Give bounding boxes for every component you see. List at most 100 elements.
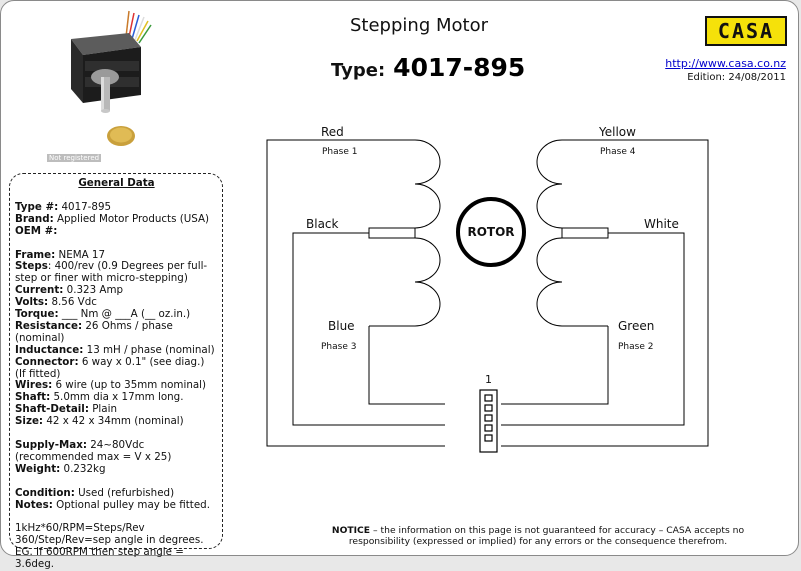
spec-value: 8.56 Vdc bbox=[48, 296, 97, 309]
spec-row: Frame: NEMA 17 bbox=[15, 248, 218, 262]
spec-row: EG. If 600RPM then step angle = 3.6deg. bbox=[15, 546, 218, 571]
spec-label: Volts: bbox=[15, 296, 49, 309]
notice-body: – the information on this page is not gu… bbox=[348, 525, 745, 547]
spec-label: OEM #: bbox=[15, 224, 58, 237]
spec-label: Frame: bbox=[15, 248, 56, 261]
spec-label: Condition: bbox=[15, 486, 75, 499]
wire-label-white: White bbox=[644, 217, 679, 231]
wire-label-red: Red bbox=[321, 125, 344, 139]
type-value: 4017-895 bbox=[393, 53, 526, 82]
spec-value: 24~80Vdc (recommended max = V x 25) bbox=[15, 439, 172, 463]
spec-value: 360/Step/Rev=sep angle in degrees. bbox=[15, 534, 204, 547]
wire-label-green: Green bbox=[618, 319, 655, 333]
spec-row: 1kHz*60/RPM=Steps/Rev bbox=[15, 522, 218, 535]
spec-row: Connector: 6 way x 0.1" (see diag.) (If … bbox=[15, 355, 218, 381]
notice-text: NOTICE – the information on this page is… bbox=[303, 525, 773, 547]
spec-row: Brand: Applied Motor Products (USA) bbox=[15, 212, 218, 226]
spec-label: Shaft-Detail: bbox=[15, 403, 89, 416]
rotor-circle: ROTOR bbox=[456, 197, 526, 267]
spec-value: 0.232kg bbox=[60, 462, 106, 475]
spec-row: Volts: 8.56 Vdc bbox=[15, 296, 218, 309]
phase-label-4: Phase 4 bbox=[600, 147, 636, 157]
wire-label-black: Black bbox=[306, 217, 339, 231]
rotor-label: ROTOR bbox=[467, 225, 515, 239]
spec-row: Shaft: 5.0mm dia x 17mm long. bbox=[15, 391, 218, 404]
red-wire bbox=[266, 139, 445, 447]
spec-label: Inductance: bbox=[15, 343, 84, 356]
type-line: Type: 4017-895 bbox=[331, 53, 525, 82]
spec-label: Notes: bbox=[15, 498, 53, 511]
watermark-label: Not registered bbox=[47, 154, 102, 162]
spec-row: Condition: Used (refurbished) bbox=[15, 486, 218, 500]
motor-photo bbox=[71, 10, 152, 146]
spec-label: Wires: bbox=[15, 379, 53, 392]
spec-value: 6 wire (up to 35mm nominal) bbox=[52, 379, 207, 392]
spec-label: Type #: bbox=[15, 200, 59, 213]
spec-label: Connector: bbox=[15, 355, 79, 368]
spec-row: Shaft-Detail: Plain bbox=[15, 403, 218, 416]
spec-value: : 400/rev (0.9 Degrees per full-step or … bbox=[15, 260, 208, 285]
spec-value: Optional pulley may be fitted. bbox=[52, 498, 210, 511]
black-wire bbox=[292, 232, 445, 426]
yellow-wire bbox=[501, 139, 709, 447]
blue-wire bbox=[368, 326, 445, 405]
left-center-tap bbox=[368, 227, 416, 239]
spec-label: Brand: bbox=[15, 212, 54, 225]
spec-row: Steps: 400/rev (0.9 Degrees per full-ste… bbox=[15, 260, 218, 285]
spec-value: 42 x 42 x 34mm (nominal) bbox=[43, 415, 184, 428]
spec-label: Current: bbox=[15, 284, 64, 297]
white-wire bbox=[501, 232, 685, 426]
spec-label: Weight: bbox=[15, 462, 61, 475]
spec-row: Wires: 6 wire (up to 35mm nominal) bbox=[15, 380, 218, 392]
spec-row: Supply-Max: 24~80Vdc (recommended max = … bbox=[15, 439, 218, 464]
spec-value: 5.0mm dia x 17mm long. bbox=[50, 391, 184, 404]
spec-value: 26 Ohms / phase (nominal) bbox=[15, 319, 173, 344]
website-link[interactable]: http://www.casa.co.nz bbox=[665, 57, 786, 70]
edition-date: Edition: 24/08/2011 bbox=[687, 72, 786, 83]
wire-label-yellow: Yellow bbox=[599, 125, 636, 139]
connector bbox=[479, 389, 498, 453]
spec-row: Weight: 0.232kg bbox=[15, 462, 218, 476]
phase-label-1: Phase 1 bbox=[322, 147, 358, 157]
wiring-diagram bbox=[266, 139, 709, 453]
spec-label: Torque: bbox=[15, 308, 59, 321]
spec-row: Torque: ___ Nm @ ___A (__ oz.in.) bbox=[15, 308, 218, 321]
general-data-heading: General Data bbox=[78, 177, 155, 189]
notice-label: NOTICE bbox=[331, 525, 371, 536]
spec-row: Current: 0.323 Amp bbox=[15, 284, 218, 297]
spec-row: Notes: Optional pulley may be fitted. bbox=[15, 498, 218, 512]
spec-row: Type #: 4017-895 bbox=[15, 200, 218, 214]
spec-row: Resistance: 26 Ohms / phase (nominal) bbox=[15, 319, 218, 345]
spec-value: Applied Motor Products (USA) bbox=[53, 212, 210, 225]
phase-label-2: Phase 2 bbox=[618, 342, 654, 352]
phase-label-3: Phase 3 bbox=[321, 342, 357, 352]
spec-row: Size: 42 x 42 x 34mm (nominal) bbox=[15, 415, 218, 428]
spec-row: OEM #: bbox=[15, 224, 218, 238]
spec-label: Supply-Max: bbox=[15, 439, 87, 451]
spec-label: Resistance: bbox=[15, 319, 83, 332]
spec-label: Size: bbox=[15, 415, 44, 428]
right-center-tap bbox=[561, 227, 609, 239]
green-wire bbox=[501, 326, 609, 405]
spec-value: 4017-895 bbox=[58, 200, 112, 213]
spec-label: Steps bbox=[15, 260, 48, 273]
page-title: Stepping Motor bbox=[350, 15, 488, 36]
wire-label-blue: Blue bbox=[328, 319, 355, 333]
casa-logo: CASA bbox=[705, 16, 787, 46]
connector-pin-label: 1 bbox=[485, 373, 492, 386]
spec-value: 13 mH / phase (nominal) bbox=[83, 343, 215, 356]
type-label: Type: bbox=[331, 60, 386, 81]
spec-value: NEMA 17 bbox=[55, 248, 106, 261]
spec-value: Used (refurbished) bbox=[74, 486, 175, 499]
spec-row: 360/Step/Rev=sep angle in degrees. bbox=[15, 534, 218, 547]
spec-value: Plain bbox=[88, 403, 117, 416]
spec-value: 0.323 Amp bbox=[63, 284, 124, 297]
spec-value: 1kHz*60/RPM=Steps/Rev bbox=[15, 522, 145, 535]
spec-value: ___ Nm @ ___A (__ oz.in.) bbox=[58, 308, 191, 321]
spec-value: EG. If 600RPM then step angle = 3.6deg. bbox=[15, 546, 184, 571]
spec-row: Inductance: 13 mH / phase (nominal) bbox=[15, 343, 218, 357]
spec-value: 6 way x 0.1" (see diag.) (If fitted) bbox=[15, 355, 205, 380]
